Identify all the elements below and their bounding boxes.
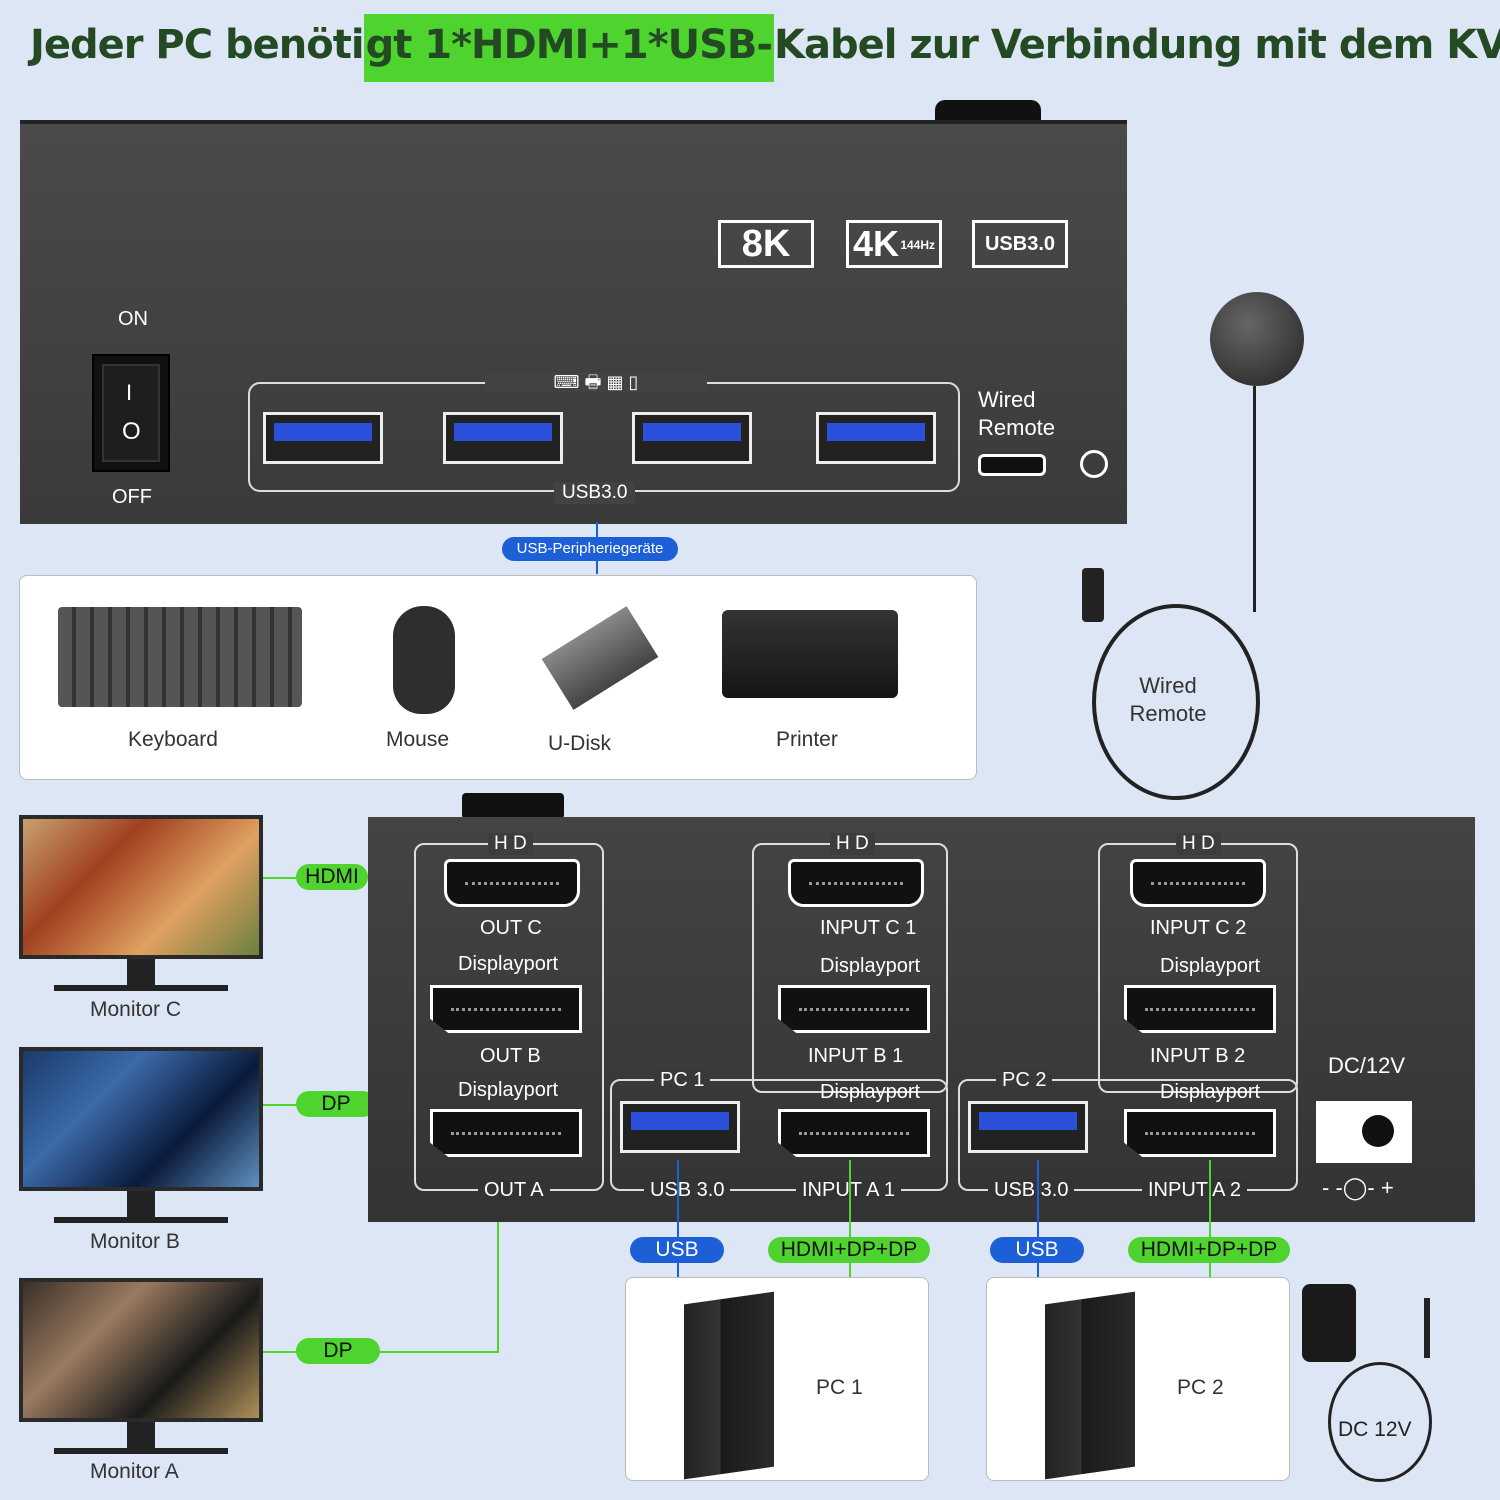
peripherals-pill: USB-Peripheriegeräte [502, 537, 678, 561]
peripherals-panel: Keyboard Mouse U-Disk Printer [19, 575, 977, 780]
pc1-panel: PC 1 [625, 1277, 929, 1481]
adapter-label: DC 12V [1338, 1418, 1412, 1441]
input-b2-dp-port[interactable] [1124, 985, 1276, 1033]
monitor-label: Monitor A [90, 1460, 179, 1483]
peripheral-label: Printer [776, 728, 838, 751]
peripheral-label: U-Disk [548, 732, 611, 755]
monitor-stand [127, 1191, 155, 1217]
remote-icon [1080, 450, 1108, 478]
remote-cable [1253, 386, 1256, 612]
dc-polarity: - -◯- + [1322, 1175, 1394, 1200]
usb-disk-icon [541, 606, 659, 710]
page-title: Jeder PC benötigt 1*HDMI+1*USB-Kabel zur… [30, 14, 1500, 82]
monitor-b-screen [19, 1047, 263, 1191]
combo-pill-pc2: HDMI+DP+DP [1128, 1237, 1290, 1263]
out-c-hdmi-port[interactable] [444, 859, 580, 907]
badge-usb30: USB3.0 [972, 220, 1068, 268]
input-b1-dp-port[interactable] [778, 985, 930, 1033]
front-usb-port-1[interactable] [263, 412, 383, 464]
wired-remote-label: Wired Remote [1129, 673, 1207, 726]
dp-line [497, 1166, 499, 1353]
dp-line [263, 1351, 499, 1353]
remote-cable-loop [1092, 604, 1260, 800]
mouse-icon [393, 606, 455, 714]
front-usb-port-2[interactable] [443, 412, 563, 464]
dp-pill-a: DP [296, 1338, 380, 1364]
input-a1-dp-port[interactable] [778, 1109, 930, 1157]
pc2-panel: PC 2 [986, 1277, 1290, 1481]
pc-label: PC 1 [816, 1376, 863, 1399]
monitor-stand [127, 959, 155, 985]
input-c1-hdmi-port[interactable] [788, 859, 924, 907]
usb-pill-pc1: USB [630, 1237, 724, 1263]
peripheral-label: Mouse [386, 728, 450, 751]
out-b-dp-port[interactable] [430, 985, 582, 1033]
monitor-base [54, 985, 228, 991]
pc-label: PC 2 [1177, 1376, 1224, 1399]
printer-icon [722, 610, 898, 698]
kvm-front-panel: 8K 4K 144Hz USB3.0 ON I O OFF ⌨ 🖶 ▦ ▯ US… [20, 120, 1127, 524]
monitor-label: Monitor C [90, 998, 182, 1021]
badge-8k: 8K [718, 220, 814, 268]
dc-jack[interactable] [1316, 1101, 1412, 1163]
power-off-label: OFF [112, 486, 152, 508]
power-adapter-icon [1302, 1284, 1356, 1362]
wired-remote-device[interactable] [1210, 292, 1304, 386]
remote-port[interactable] [978, 454, 1046, 476]
dc-label: DC/12V [1328, 1053, 1406, 1078]
input-a2-dp-port[interactable] [1124, 1109, 1276, 1157]
power-on-label: ON [118, 308, 148, 330]
wired-remote-port-label: Wired Remote [978, 387, 1056, 440]
monitor-base [54, 1448, 228, 1454]
monitor-a-screen [19, 1278, 263, 1422]
power-switch[interactable]: I O [92, 354, 170, 472]
device-knob [935, 100, 1041, 122]
monitor-base [54, 1217, 228, 1223]
monitor-stand [127, 1422, 155, 1448]
peripheral-label: Keyboard [128, 728, 218, 751]
device-icons: ⌨ 🖶 ▦ ▯ [485, 372, 707, 392]
device-knob [462, 793, 564, 819]
usb30-front-label: USB3.0 [554, 482, 636, 504]
pc2-usb-port[interactable] [968, 1101, 1088, 1153]
kvm-rear-panel: H D OUT C Displayport OUT B Displayport … [368, 817, 1475, 1222]
monitor-c-screen [19, 815, 263, 959]
hdmi-pill: HDMI [296, 864, 368, 890]
pc-tower-icon [684, 1291, 774, 1480]
badge-4k: 4K 144Hz [846, 220, 942, 268]
adapter-cable [1328, 1362, 1432, 1482]
dp-pill-b: DP [296, 1091, 376, 1117]
front-usb-port-4[interactable] [816, 412, 936, 464]
out-a-dp-port[interactable] [430, 1109, 582, 1157]
pc1-usb-port[interactable] [620, 1101, 740, 1153]
front-usb-port-3[interactable] [632, 412, 752, 464]
usb-c-plug [1082, 568, 1104, 622]
keyboard-icon [58, 607, 302, 707]
combo-pill-pc1: HDMI+DP+DP [768, 1237, 930, 1263]
usb-pill-pc2: USB [990, 1237, 1084, 1263]
input-c2-hdmi-port[interactable] [1130, 859, 1266, 907]
monitor-label: Monitor B [90, 1230, 180, 1253]
pc-tower-icon [1045, 1291, 1135, 1480]
